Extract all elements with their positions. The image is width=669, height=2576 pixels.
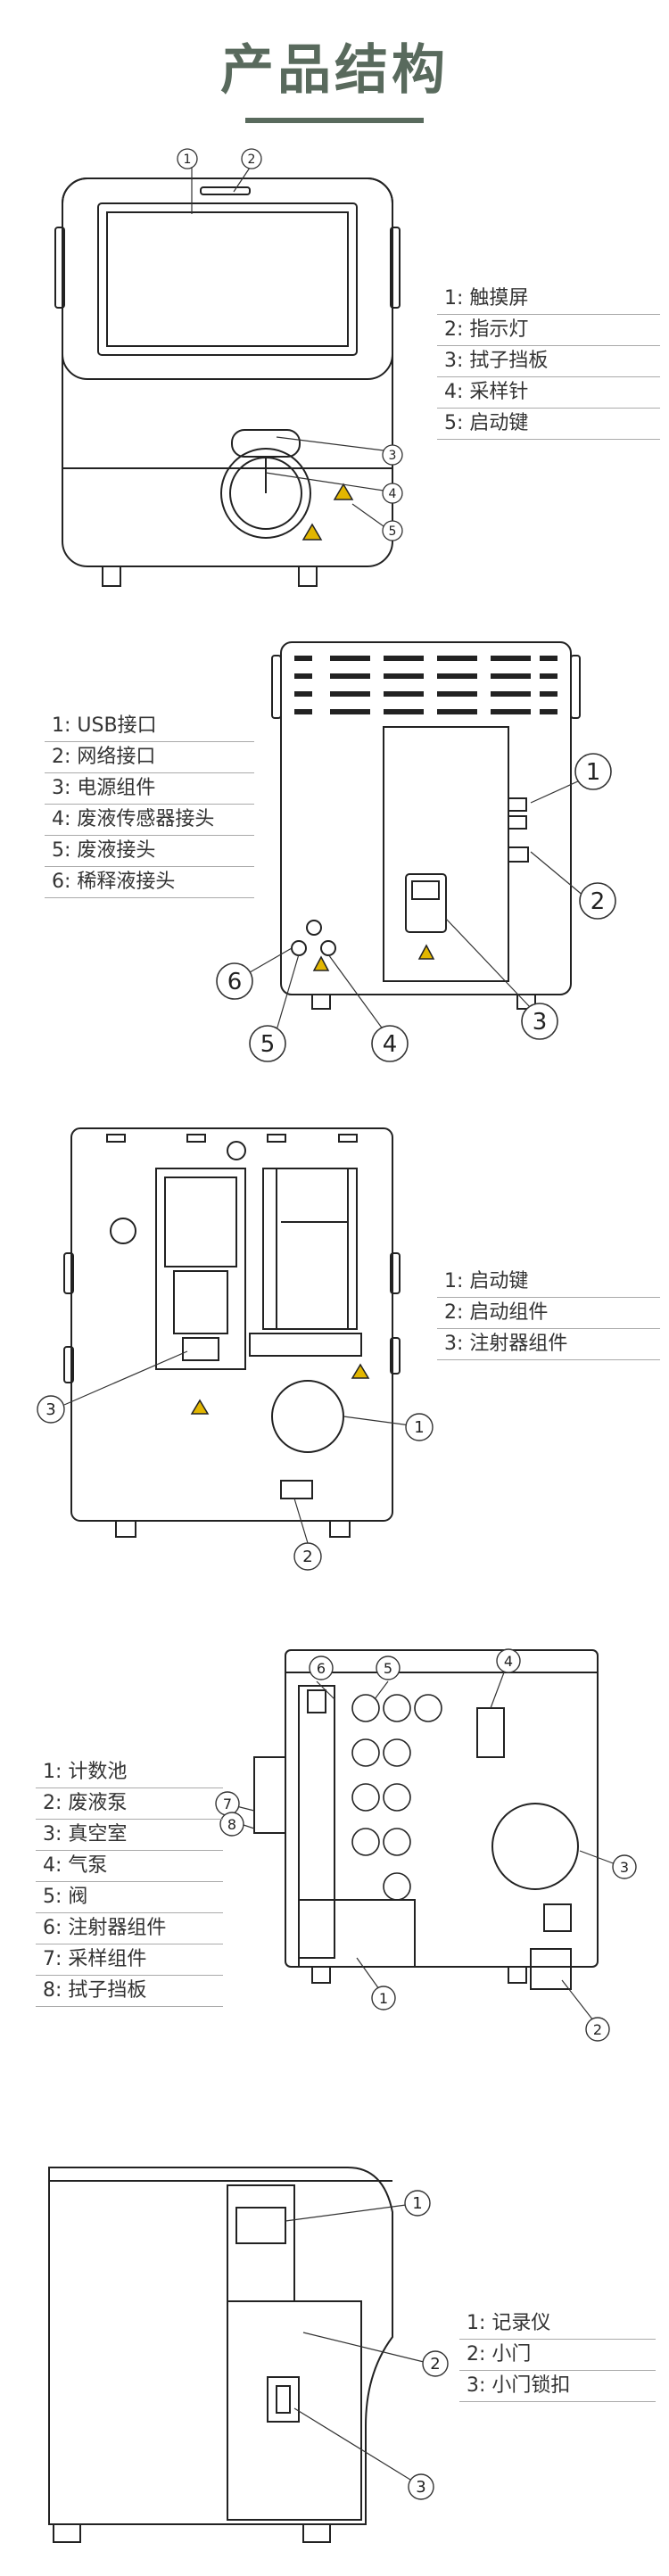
title-underline xyxy=(245,118,424,123)
legend-item: 3: 拭子挡板 xyxy=(437,346,660,377)
legend-item: 1: 计数池 xyxy=(36,1757,223,1788)
legend-item: 2: 小门 xyxy=(459,2340,656,2371)
legend-item: 3: 小门锁扣 xyxy=(459,2371,656,2402)
legend-item: 2: 网络接口 xyxy=(45,742,254,773)
callout-3: 3 xyxy=(389,449,397,463)
callout-5: 5 xyxy=(384,1660,392,1677)
legend-item: 3: 电源组件 xyxy=(45,773,254,805)
side-view-drawing: 1 2 3 xyxy=(48,2167,449,2543)
legend-item: 4: 气泵 xyxy=(36,1851,223,1882)
callout-6: 6 xyxy=(317,1660,326,1677)
section-inner-side-view: 6 5 4 3 2 1 7 8 1: 计数池 2: 废液泵 3: 真空室 4: … xyxy=(0,1606,669,2105)
inner-side-drawing: 6 5 4 3 2 1 7 8 xyxy=(215,1648,637,2042)
legend-item: 1: 启动键 xyxy=(437,1267,660,1298)
front-legend: 1: 触摸屏 2: 指示灯 3: 拭子挡板 4: 采样针 5: 启动键 xyxy=(437,284,660,440)
callout-3: 3 xyxy=(45,1400,55,1419)
callout-6: 6 xyxy=(227,969,243,995)
legend-item: 6: 稀释液接头 xyxy=(45,867,254,898)
callout-3: 3 xyxy=(620,1859,629,1876)
callout-2: 2 xyxy=(593,2021,602,2038)
callout-4: 4 xyxy=(389,487,397,501)
callout-2: 2 xyxy=(430,2355,440,2374)
legend-item: 2: 启动组件 xyxy=(437,1298,660,1329)
legend-item: 5: 废液接头 xyxy=(45,836,254,867)
legend-item: 5: 启动键 xyxy=(437,409,660,440)
legend-item: 8: 拭子挡板 xyxy=(36,1976,223,2007)
page-title: 产品结构 xyxy=(220,39,449,102)
section-front-view: 1 2 3 4 5 1: 触摸屏 2: 指示灯 3: 拭子挡板 4: 采样针 5… xyxy=(0,0,669,624)
inner-front-drawing: 1 2 3 xyxy=(37,1127,434,1571)
legend-item: 1: 触摸屏 xyxy=(437,284,660,315)
callout-4: 4 xyxy=(383,1031,398,1058)
callout-8: 8 xyxy=(227,1816,236,1833)
rear-legend: 1: USB接口 2: 网络接口 3: 电源组件 4: 废液传感器接头 5: 废… xyxy=(45,711,254,898)
legend-item: 2: 废液泵 xyxy=(36,1788,223,1820)
callout-2: 2 xyxy=(302,1548,312,1566)
callout-1: 1 xyxy=(412,2194,422,2213)
callout-3: 3 xyxy=(416,2478,425,2497)
section-side-view: 1 2 3 1: 记录仪 2: 小门 3: 小门锁扣 xyxy=(0,2105,669,2576)
legend-item: 4: 废液传感器接头 xyxy=(45,805,254,836)
callout-1: 1 xyxy=(414,1418,424,1437)
front-view-drawing: 1 2 3 4 5 xyxy=(54,148,403,587)
legend-item: 1: USB接口 xyxy=(45,711,254,742)
callout-2: 2 xyxy=(591,888,606,915)
inner-side-legend: 1: 计数池 2: 废液泵 3: 真空室 4: 气泵 5: 阀 6: 注射器组件… xyxy=(36,1757,223,2007)
callout-5: 5 xyxy=(389,524,397,539)
legend-item: 5: 阀 xyxy=(36,1882,223,1913)
rear-view-drawing: 1 2 3 4 5 6 xyxy=(216,641,616,1062)
legend-item: 1: 记录仪 xyxy=(459,2308,656,2340)
legend-item: 3: 注射器组件 xyxy=(437,1329,660,1360)
callout-1: 1 xyxy=(184,153,192,167)
legend-item: 7: 采样组件 xyxy=(36,1944,223,1976)
callout-4: 4 xyxy=(504,1653,513,1670)
legend-item: 4: 采样针 xyxy=(437,377,660,409)
section-rear-view: 1 2 3 4 5 6 1: USB接口 2: 网络接口 3: 电源组件 4: … xyxy=(0,624,669,1124)
callout-3: 3 xyxy=(533,1009,548,1036)
side-legend: 1: 记录仪 2: 小门 3: 小门锁扣 xyxy=(459,2308,656,2402)
legend-item: 3: 真空室 xyxy=(36,1820,223,1851)
callout-1: 1 xyxy=(379,1990,388,2007)
section-inner-front-view: 1 2 3 1: 启动键 2: 启动组件 3: 注射器组件 xyxy=(0,1124,669,1606)
legend-item: 6: 注射器组件 xyxy=(36,1913,223,1944)
legend-item: 2: 指示灯 xyxy=(437,315,660,346)
inner-front-legend: 1: 启动键 2: 启动组件 3: 注射器组件 xyxy=(437,1267,660,1360)
callout-5: 5 xyxy=(260,1031,276,1058)
callout-7: 7 xyxy=(223,1796,232,1812)
callout-2: 2 xyxy=(248,153,256,167)
callout-1: 1 xyxy=(586,759,601,786)
